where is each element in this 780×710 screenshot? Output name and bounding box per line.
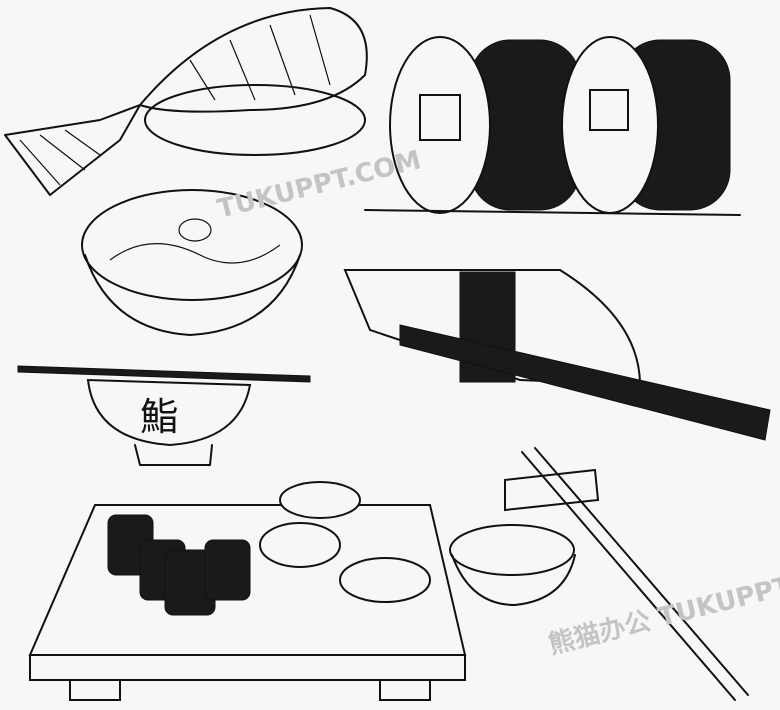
maki-rolls [364, 36, 741, 216]
rice-bowl-with-chopsticks [17, 365, 311, 466]
soup-bowl [81, 189, 303, 336]
shrimp-nigiri [4, 7, 368, 196]
sushi-board [28, 481, 467, 701]
soy-sauce-dish [449, 524, 576, 606]
nigiri-with-chopsticks [343, 269, 771, 441]
bowl-character: 鮨 [140, 395, 179, 439]
chopsticks-on-rest [504, 447, 749, 701]
